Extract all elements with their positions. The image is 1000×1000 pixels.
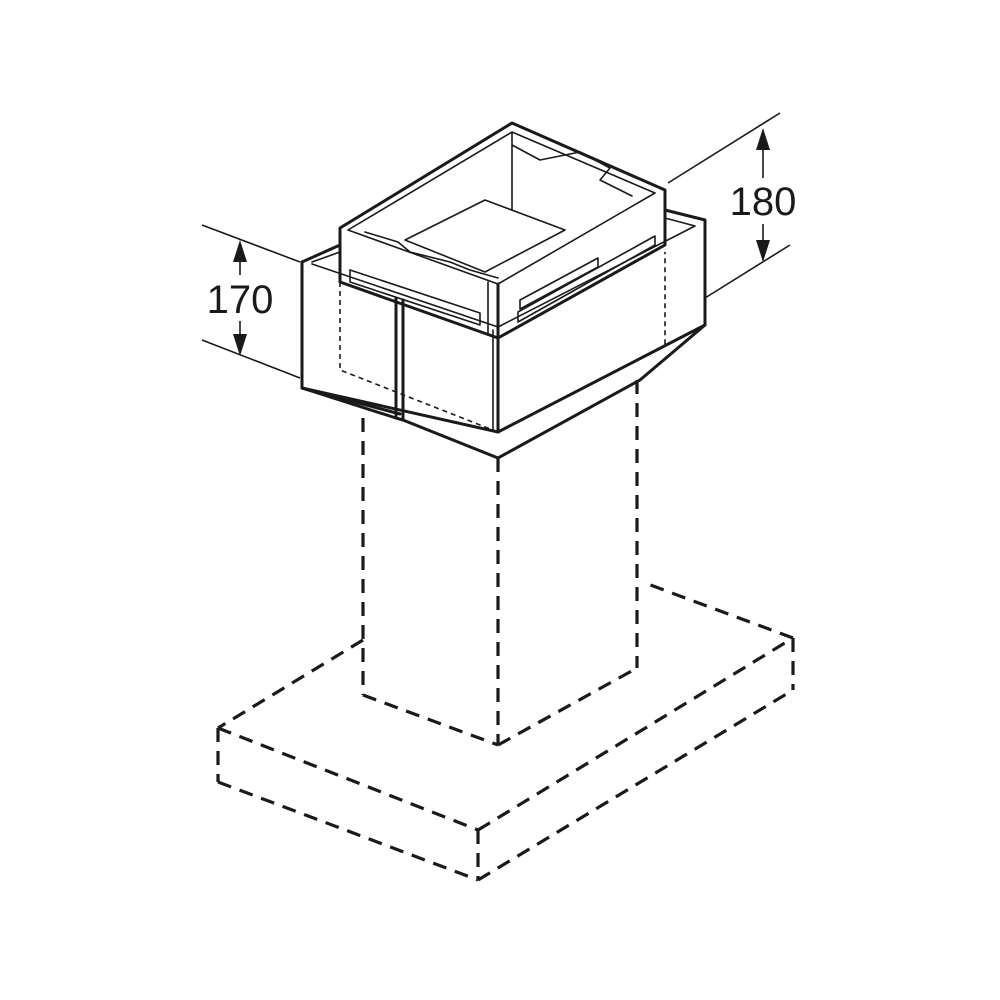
dim-left-label: 170 <box>207 278 274 322</box>
canopy-top-back-right <box>644 581 794 640</box>
dimension-right: 180 <box>667 112 802 299</box>
filter-insert <box>338 121 667 340</box>
outer-box-top-rim <box>300 208 707 434</box>
dim-left-arrow-bottom <box>233 334 247 356</box>
dim-right-arrow-top <box>756 128 770 150</box>
insert-recess-back <box>511 144 633 197</box>
outer-box-bottom-front <box>401 323 707 460</box>
chimney-bottom-left <box>362 693 499 747</box>
canopy-top-front-left <box>217 726 479 832</box>
insert-right-slot <box>517 235 656 323</box>
insert-center-plate <box>404 199 566 273</box>
canopy-top-front-right <box>477 636 794 832</box>
chimney-bottom-right <box>497 666 638 747</box>
insert-right-slot-inner <box>519 257 599 310</box>
insert-top-outline <box>338 121 667 340</box>
dim-left-ext-bottom <box>201 339 301 379</box>
outer-box-inner-rim <box>311 217 696 328</box>
dimension-left: 170 <box>200 224 301 379</box>
insert-left-slot <box>349 269 481 326</box>
outer-box <box>300 208 707 460</box>
inner-hidden-outline <box>339 252 666 433</box>
dim-left-arrow-top <box>233 240 247 262</box>
insert-recess-left <box>364 231 499 279</box>
dim-right-ext-bottom <box>704 244 791 299</box>
dim-left-ext-top <box>201 224 301 263</box>
dim-right-label: 180 <box>730 180 797 224</box>
canopy-bottom-left <box>217 780 479 882</box>
insert-top-inner-rim <box>347 131 656 285</box>
outer-box-bottom-left <box>300 386 398 420</box>
canopy-top-left-back <box>217 638 364 730</box>
dim-right-arrow-bottom <box>756 240 770 262</box>
canopy-bottom-right <box>477 688 794 882</box>
dim-right-ext-top <box>667 112 781 184</box>
outer-box-door-split <box>394 296 405 422</box>
hood-hidden-outline <box>216 380 795 882</box>
